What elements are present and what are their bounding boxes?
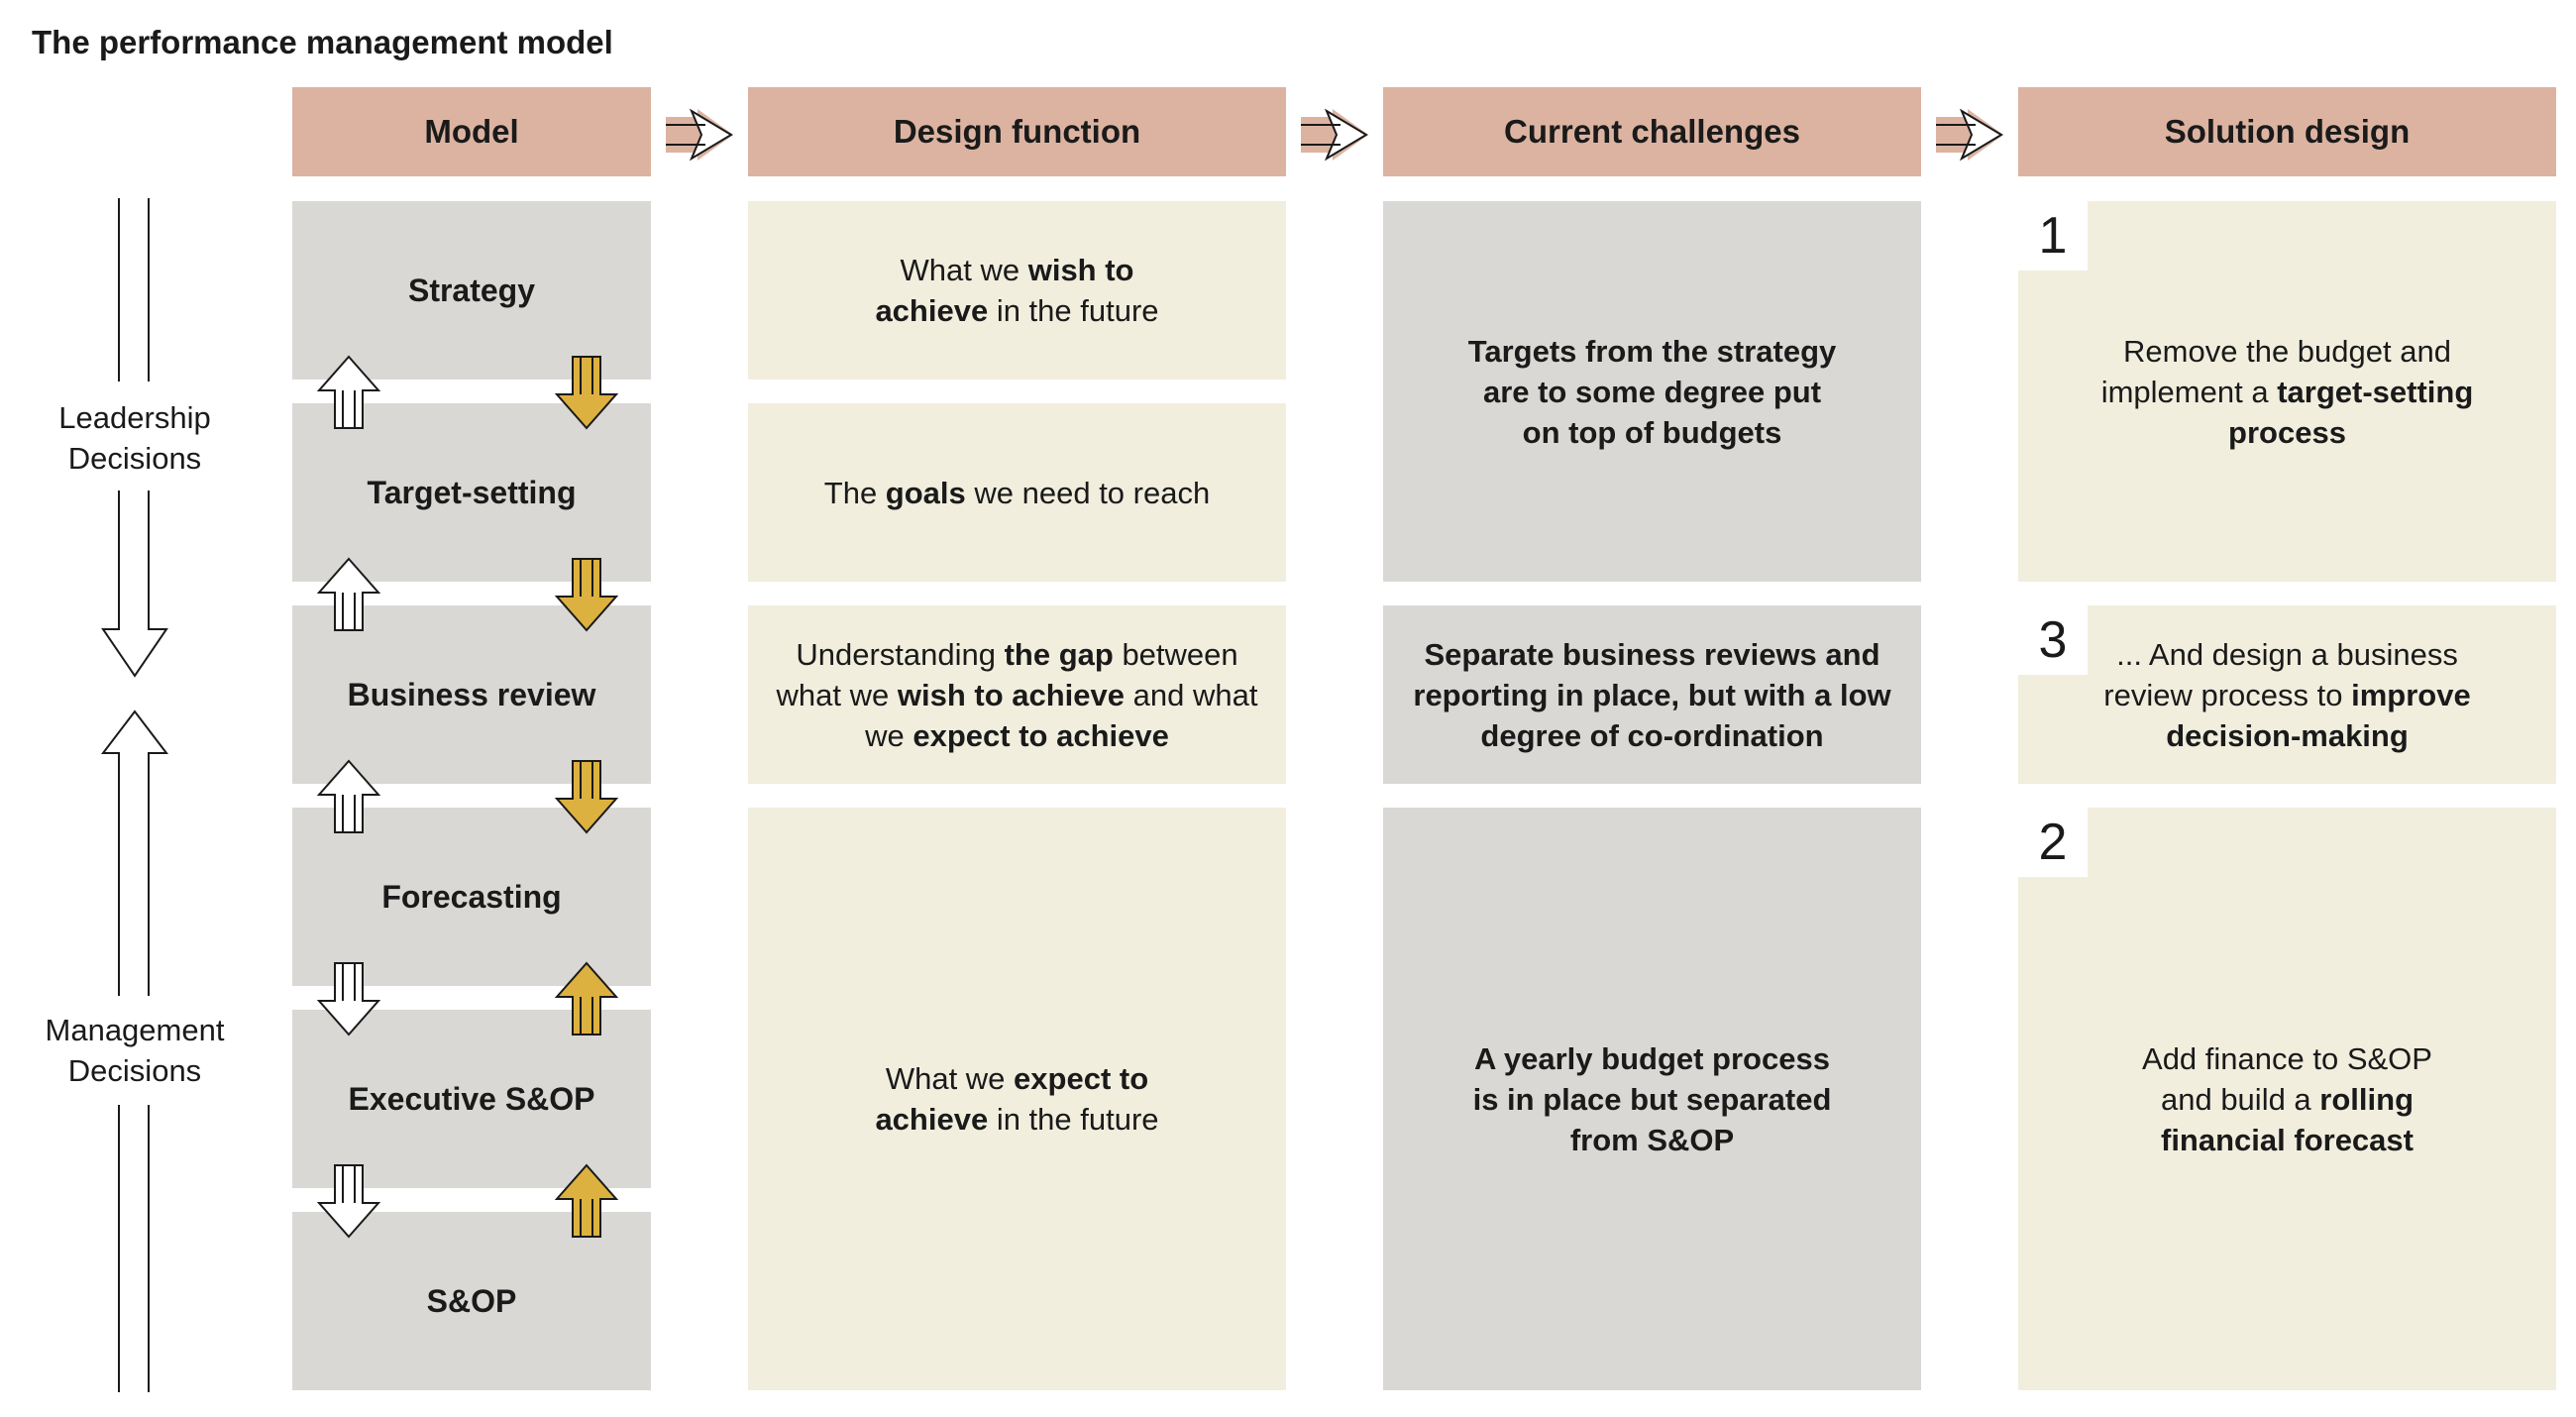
emphasis-text: wish to achieve xyxy=(875,253,1134,328)
solution-number-badge: 1 xyxy=(2018,201,2088,271)
double-up-arrow-icon xyxy=(316,759,381,833)
challenge-budget-process: A yearly budget process is in place but … xyxy=(1383,808,1921,1390)
double-down-arrow-icon xyxy=(316,962,381,1036)
emphasis-text: expect to achieve xyxy=(912,717,1169,753)
challenge-business-reviews: Separate business reviews and reporting … xyxy=(1383,605,1921,784)
model-step-sop: S&OP xyxy=(292,1212,651,1390)
design-function-target-setting: The goals we need to reach xyxy=(748,403,1286,582)
solution-target-setting: 1 Remove the budget and implement a targ… xyxy=(2018,201,2556,582)
body-text: The xyxy=(823,475,886,510)
double-up-arrow-icon xyxy=(316,557,381,631)
leadership-decisions-label: Leadership Decisions xyxy=(58,400,211,476)
management-decisions-label: Management Decisions xyxy=(45,1013,225,1088)
model-step-executive-sop: Executive S&OP xyxy=(292,1010,651,1188)
model-step-target-setting: Target-setting xyxy=(292,403,651,582)
header-design-function: Design function xyxy=(748,87,1286,176)
emphasis-text: the gap xyxy=(1004,636,1114,672)
design-function-forecasting: What we expect to achieve in the future xyxy=(748,808,1286,1390)
body-text: we need to reach xyxy=(965,475,1211,510)
model-step-business-review: Business review xyxy=(292,605,651,784)
double-down-arrow-icon xyxy=(554,356,619,430)
solution-business-review: 3 ... And design a business review proce… xyxy=(2018,605,2556,784)
emphasis-text: goals xyxy=(885,475,966,510)
emphasis-text: wish to achieve xyxy=(897,677,1126,712)
body-text: Understanding xyxy=(796,636,1005,672)
emphasis-text: rolling financial forecast xyxy=(2161,1081,2415,1157)
challenge-targets: Targets from the strategy are to some de… xyxy=(1383,201,1921,582)
leadership-management-arrows xyxy=(100,198,169,1392)
body-text: between what we xyxy=(776,636,1238,712)
header-solution-design: Solution design xyxy=(2018,87,2556,176)
design-function-strategy: What we wish to achieve in the future xyxy=(748,201,1286,380)
long-down-arrow-icon xyxy=(101,198,168,678)
double-up-arrow-icon xyxy=(316,355,381,429)
body-text: What we xyxy=(900,253,1028,287)
double-down-arrow-icon xyxy=(316,1164,381,1239)
page-title: The performance management model xyxy=(32,24,613,60)
design-function-business-review: Understanding the gap between what we wi… xyxy=(748,605,1286,784)
header-arrow-icon xyxy=(666,108,733,162)
body-text: in the future xyxy=(988,1102,1159,1137)
body-text: ... And design a business review process… xyxy=(2103,636,2458,712)
header-arrow-icon xyxy=(1301,108,1368,162)
model-step-forecasting: Forecasting xyxy=(292,808,651,986)
header-current-challenges: Current challenges xyxy=(1383,87,1921,176)
double-down-arrow-icon xyxy=(554,558,619,632)
solution-number-badge: 2 xyxy=(2018,808,2088,877)
emphasis-text: improve decision-making xyxy=(2166,677,2471,753)
header-model: Model xyxy=(292,87,651,176)
emphasis-text: expect to achieve xyxy=(875,1061,1149,1137)
solution-number-badge: 3 xyxy=(2018,605,2088,675)
model-step-strategy: Strategy xyxy=(292,201,651,380)
header-arrow-icon xyxy=(1936,108,2003,162)
double-down-arrow-icon xyxy=(554,760,619,834)
body-text: Remove the budget and implement a xyxy=(2100,333,2451,409)
body-text: What we xyxy=(885,1061,1015,1096)
body-text: in the future xyxy=(988,293,1159,328)
solution-rolling-forecast: 2 Add finance to S&OP and build a rollin… xyxy=(2018,808,2556,1390)
emphasis-text: target-setting process xyxy=(2228,374,2474,450)
double-up-arrow-icon xyxy=(554,961,619,1036)
long-up-arrow-icon xyxy=(100,709,169,1392)
body-text: Add finance to S&OP and build a xyxy=(2142,1040,2432,1117)
body-text: and what we xyxy=(865,677,1258,753)
double-up-arrow-icon xyxy=(554,1163,619,1238)
